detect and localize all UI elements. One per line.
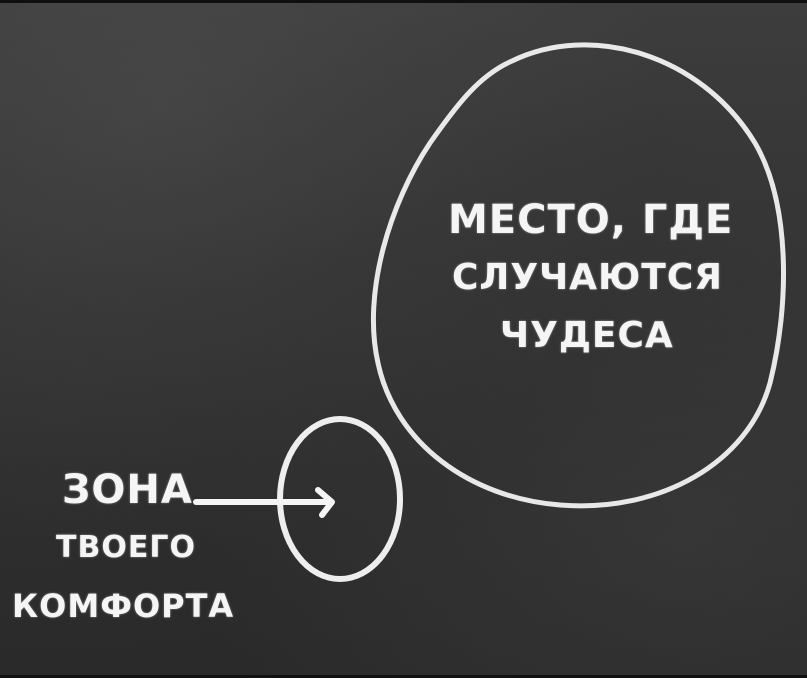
chalk-drawing — [193, 42, 787, 582]
comfort-zone-label-line-2: твоего — [56, 530, 196, 565]
magic-zone-label: Место, где случаются чудеса — [448, 191, 734, 365]
magic-zone-label-line-3: чудеса — [500, 315, 674, 356]
magic-zone-label-line-2: случаются — [452, 257, 723, 298]
comfort-zone-label: Зона твоего комфорта — [12, 461, 234, 635]
comfort-zone-label-line-1: Зона — [62, 467, 193, 513]
comfort-zone-label-line-3: комфорта — [12, 587, 235, 625]
arrow-right-icon — [193, 487, 335, 518]
magic-zone-circle — [370, 42, 787, 509]
magic-zone-label-line-1: Место, где — [448, 197, 734, 243]
